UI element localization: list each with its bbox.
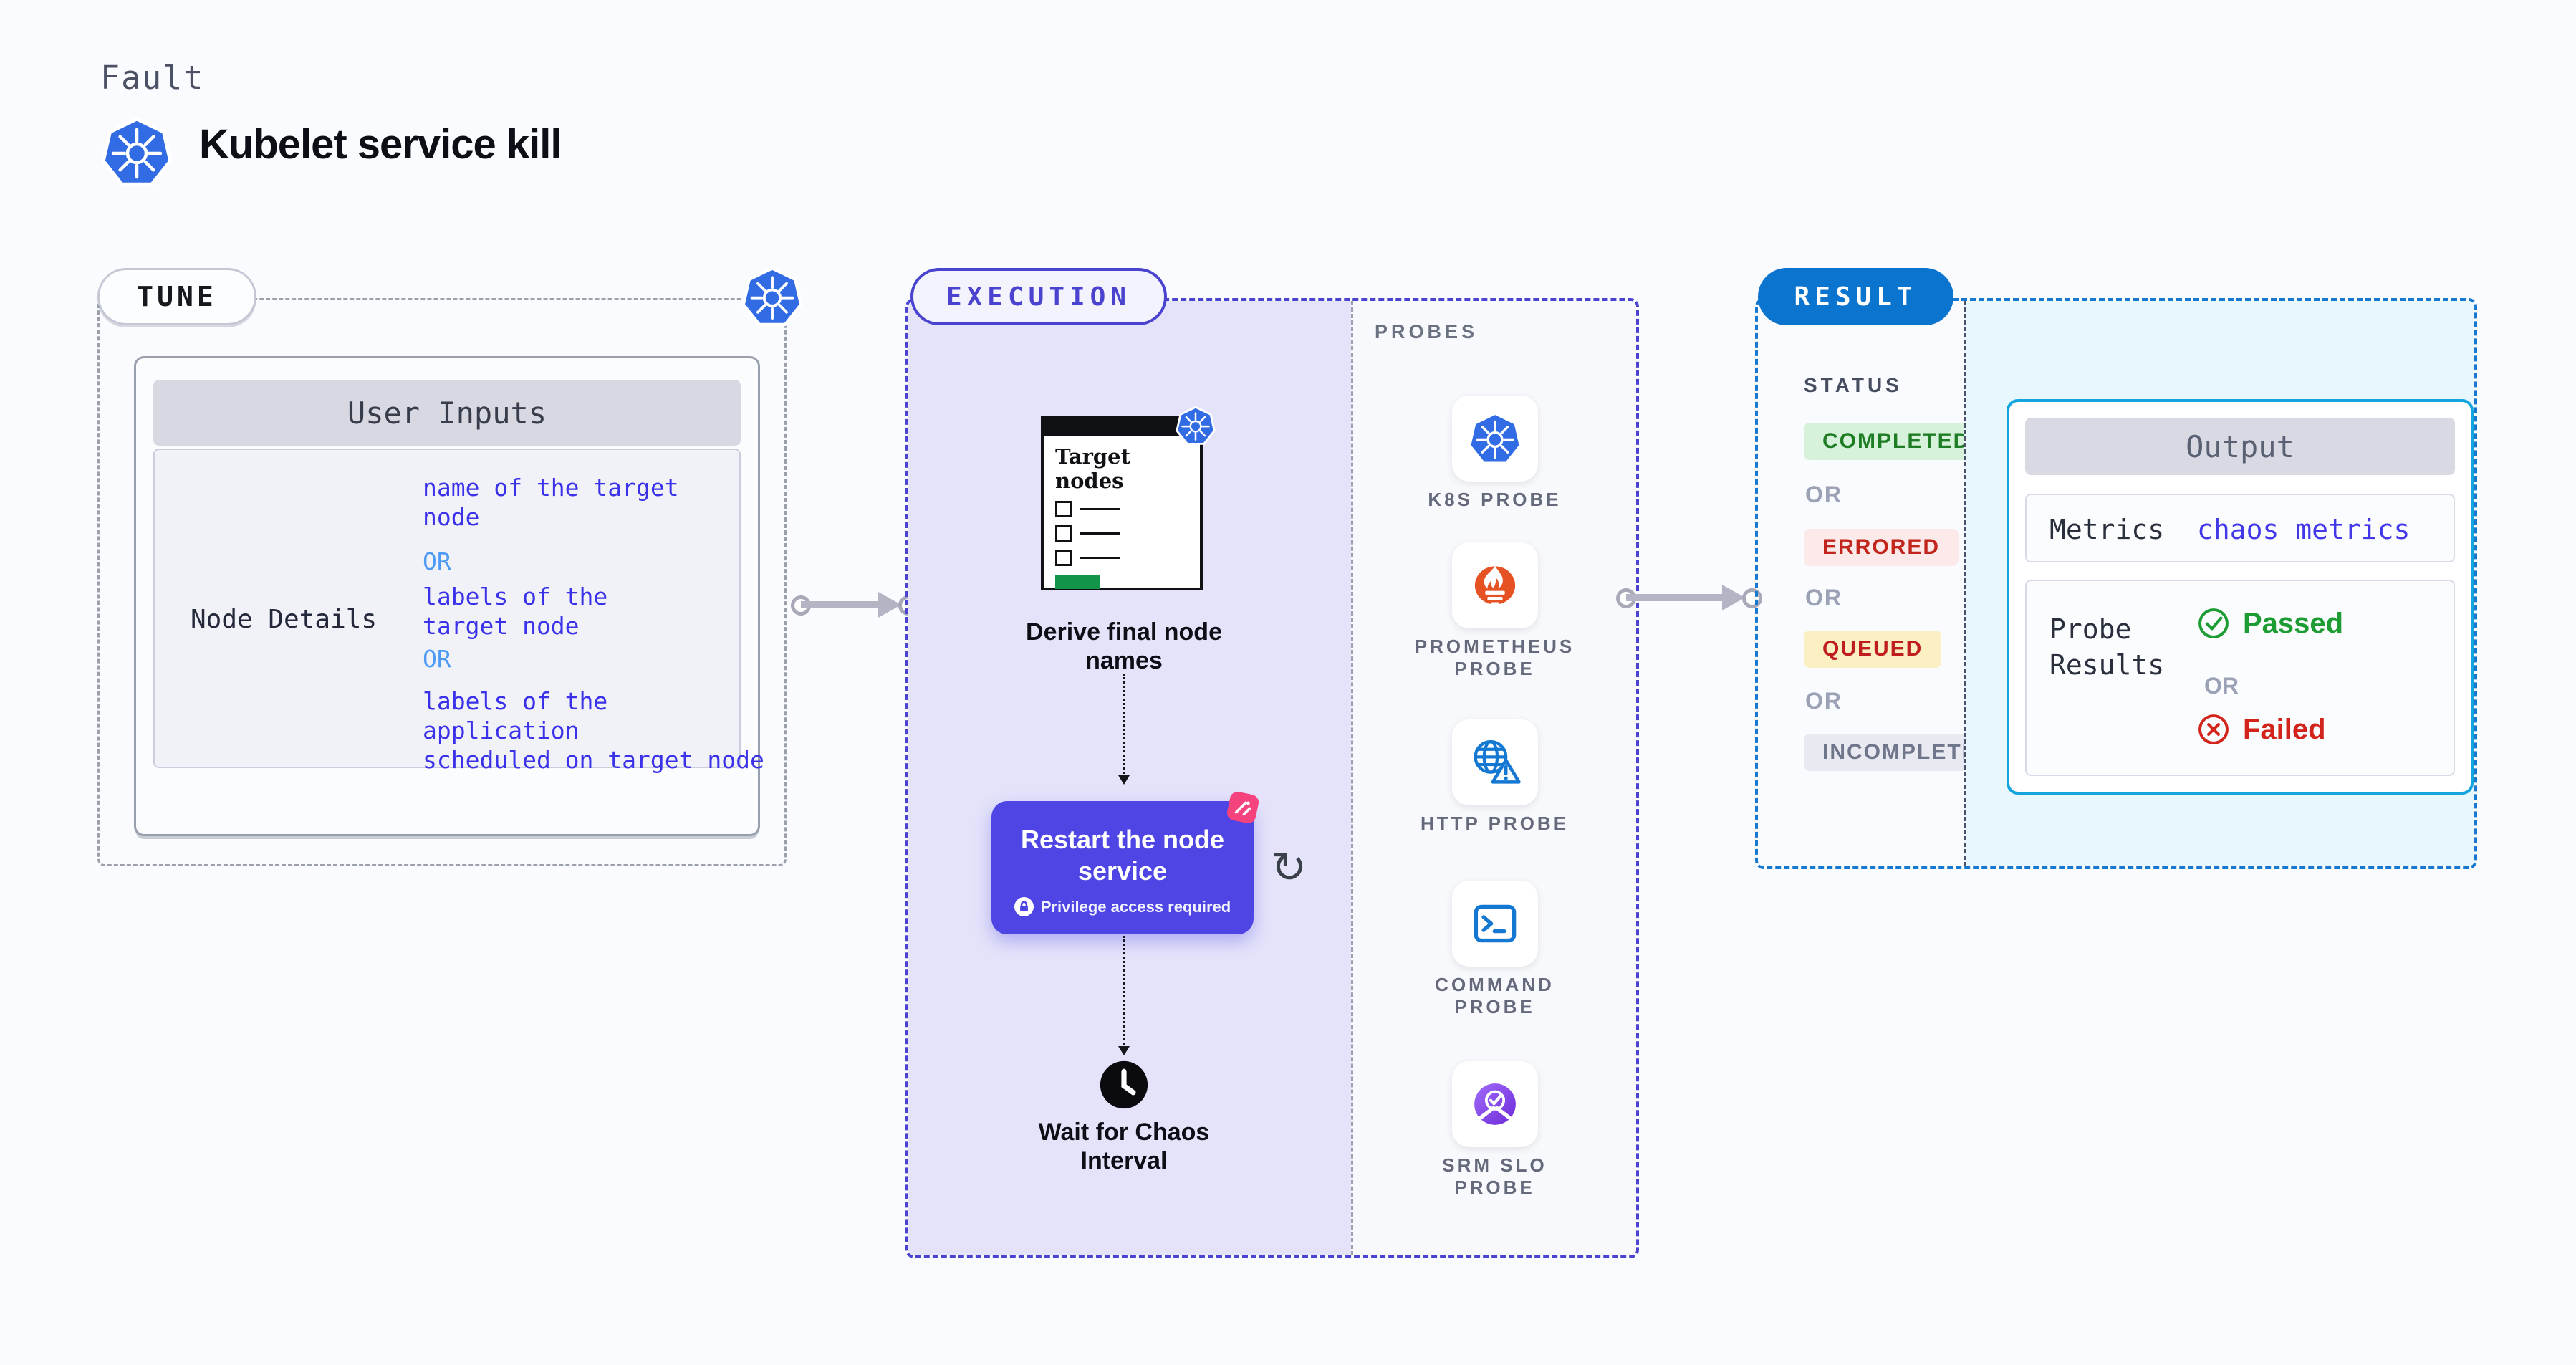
dotted-arrow-head [1118, 775, 1130, 785]
green-button-placeholder [1055, 575, 1100, 589]
prometheus-probe-tile [1451, 542, 1538, 628]
srm-slo-probe-tile [1451, 1061, 1538, 1147]
passed-label: Passed [2243, 607, 2344, 639]
command-terminal-icon [1474, 904, 1516, 943]
probe-results-label: Probe Results [2049, 613, 2165, 681]
target-nodes-title: Target nodes [1055, 444, 1130, 493]
flow-arrow-execution-to-result [1616, 585, 1762, 610]
status-badge-errored: ERRORED [1804, 529, 1959, 566]
probe-label: COMMAND PROBE [1435, 974, 1554, 1017]
dotted-connector [1123, 936, 1125, 1045]
status-column: STATUS COMPLETED OR ERRORED OR QUEUED OR… [1758, 301, 2014, 866]
status-badge-queued: QUEUED [1804, 631, 1942, 668]
output-header: Output [2025, 418, 2455, 475]
http-probe-tile [1451, 719, 1538, 805]
arrow-shaft [1626, 594, 1725, 601]
or-separator: OR [1805, 482, 1842, 507]
probe-label: PROMETHEUS PROBE [1414, 636, 1575, 679]
derive-node-names-caption: Derive final node names [1026, 618, 1222, 674]
restart-node-service-card: Restart the node service Privilege acces… [991, 791, 1259, 934]
page-title: Kubelet service kill [199, 121, 562, 168]
metrics-row: Metrics chaos metrics [2025, 494, 2455, 562]
srm-slo-gauge-icon [1474, 1083, 1516, 1125]
option-node-labels: labels of the target node [423, 583, 608, 640]
line-placeholder [1080, 557, 1120, 559]
execution-pill[interactable]: EXECUTION [910, 268, 1167, 325]
wait-chaos-interval-caption: Wait for Chaos Interval [1038, 1119, 1210, 1174]
line-placeholder [1080, 532, 1120, 535]
arrow-shaft [801, 601, 881, 608]
metrics-value: chaos metrics [2197, 514, 2411, 545]
clock-icon [1100, 1060, 1148, 1109]
prometheus-icon [1474, 565, 1515, 605]
or-separator: OR [1805, 585, 1842, 610]
output-card: Output Metrics chaos metrics Probe Resul… [2007, 399, 2474, 795]
probe-label: K8S PROBE [1428, 489, 1562, 510]
arrow-head [1722, 585, 1745, 610]
probe-results-row: Probe Results Passed OR [2025, 580, 2455, 776]
execution-section: Target nodes Derive final node names Res… [905, 298, 1639, 1258]
connector-dot [1742, 588, 1762, 608]
tune-pill[interactable]: TUNE [97, 268, 256, 325]
checkbox-icon [1055, 501, 1072, 517]
node-list-item [1055, 525, 1188, 542]
probe-label: SRM SLO PROBE [1442, 1154, 1547, 1198]
arrow-head [878, 592, 901, 618]
option-app-labels: labels of the application scheduled on t… [423, 687, 764, 774]
line-placeholder [1080, 508, 1120, 510]
node-list-item [1055, 501, 1188, 517]
or-separator: OR [423, 645, 451, 673]
option-node-name: name of the target node [423, 474, 679, 531]
execution-flow-panel: Target nodes Derive final node names Res… [908, 301, 1351, 1255]
chaos-badge-icon [1226, 791, 1259, 824]
checkbox-icon [1055, 525, 1072, 542]
x-circle-icon [2198, 714, 2229, 744]
or-separator: OR [1805, 688, 1842, 714]
kubernetes-icon [1468, 412, 1522, 465]
node-details-label: Node Details [191, 605, 378, 634]
flow-arrow-tune-to-execution [791, 592, 918, 618]
or-separator: OR [2204, 673, 2239, 699]
privilege-note: Privilege access required [1040, 897, 1231, 916]
user-inputs-header: User Inputs [153, 380, 741, 446]
k8s-probe-tile [1451, 396, 1538, 482]
tune-section [97, 298, 787, 866]
loop-arrow-icon: ↻ [1271, 843, 1307, 893]
kubernetes-icon [1176, 406, 1216, 445]
or-separator: OR [423, 547, 451, 575]
command-probe-tile [1451, 881, 1538, 967]
probe-label: HTTP PROBE [1420, 813, 1570, 834]
kubernetes-icon [741, 266, 803, 327]
http-globe-warning-icon [1474, 740, 1521, 784]
node-details-row: Node Details name of the target node OR … [153, 449, 764, 774]
status-badge-completed: COMPLETED [1804, 423, 1989, 460]
dotted-connector [1123, 674, 1125, 774]
restart-title: Restart the node service [1020, 825, 1225, 886]
target-nodes-card: Target nodes [1041, 406, 1216, 590]
result-section: STATUS COMPLETED OR ERRORED OR QUEUED OR… [1755, 298, 2477, 869]
metrics-label: Metrics [2049, 514, 2165, 545]
card-title-bar [1044, 418, 1200, 436]
lock-icon [1014, 897, 1034, 916]
result-pill[interactable]: RESULT [1758, 268, 1953, 325]
dotted-arrow-head [1118, 1046, 1130, 1055]
fault-kicker: Fault [100, 59, 205, 97]
user-inputs-card: User Inputs Node Details name of the tar… [134, 356, 764, 836]
probes-header: PROBES [1375, 321, 1479, 343]
status-header: STATUS [1804, 374, 1903, 396]
output-panel: Output Metrics chaos metrics Probe Resul… [1964, 301, 2474, 866]
check-circle-icon [2198, 608, 2229, 638]
failed-label: Failed [2243, 713, 2326, 745]
kubernetes-icon [101, 116, 173, 188]
node-list-item [1055, 550, 1188, 566]
checkbox-icon [1055, 550, 1072, 566]
probes-panel: PROBES K8S PROBE PROMETHEUS PROBE [1351, 301, 1636, 1255]
